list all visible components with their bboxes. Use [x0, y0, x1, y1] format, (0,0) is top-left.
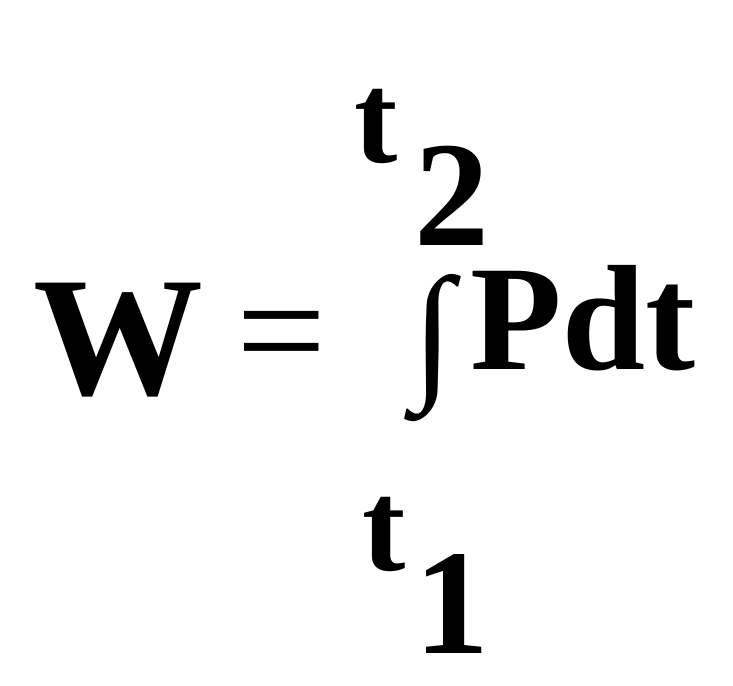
integral-sign: ∫ — [412, 248, 454, 414]
integrand: Pdt — [470, 236, 695, 402]
lower-limit-variable: t — [362, 455, 406, 599]
formula-lhs: W — [33, 243, 203, 431]
lower-limit-subscript: 1 — [414, 520, 489, 686]
upper-limit-variable: t — [354, 47, 398, 191]
upper-limit-subscript: 2 — [414, 112, 489, 278]
equals-sign: = — [236, 241, 327, 419]
